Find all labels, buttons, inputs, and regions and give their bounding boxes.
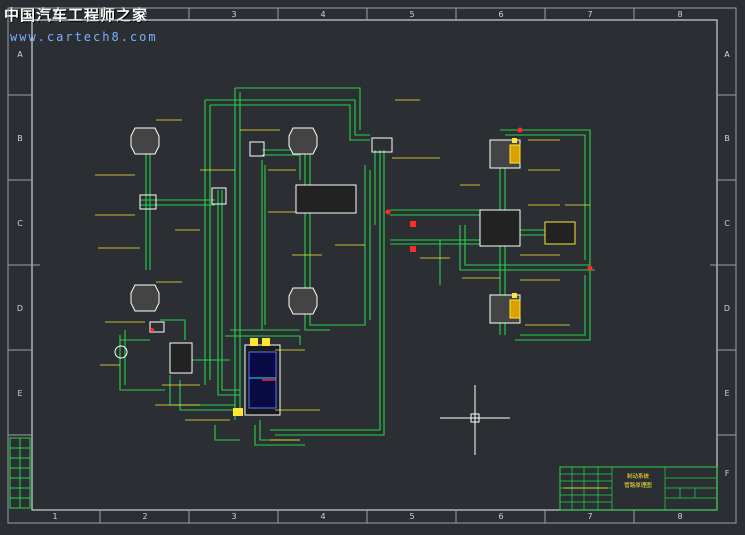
col-label-bottom: 7: [587, 512, 592, 521]
col-label-top: 6: [498, 10, 503, 19]
accent-marks: [150, 127, 593, 416]
row-label-left: B: [17, 134, 23, 143]
title-block-caption-2: 管路原理图: [624, 481, 652, 489]
row-label-right: E: [724, 389, 729, 398]
row-label-left: E: [17, 389, 22, 398]
col-label-top: 4: [320, 10, 325, 19]
col-label-bottom: 6: [498, 512, 503, 521]
watermark-url: www.cartech8.com: [10, 30, 158, 44]
row-label-left: C: [17, 219, 23, 228]
row-label-right: B: [724, 134, 730, 143]
col-label-top: 8: [677, 10, 682, 19]
col-label-top: 5: [409, 10, 414, 19]
sheet-outer-border: [7, 7, 737, 524]
col-label-top: 7: [587, 10, 592, 19]
left-revision-strip: [9, 437, 31, 509]
row-label-left: D: [17, 304, 23, 313]
brake-components: [114, 127, 576, 416]
col-label-bottom: 3: [231, 512, 236, 521]
column-ticks: [99, 8, 635, 523]
col-label-bottom: 5: [409, 512, 414, 521]
col-label-top: 2: [142, 10, 147, 19]
col-label-bottom: 1: [52, 512, 57, 521]
title-block: 制动系统 管路原理图: [559, 466, 718, 511]
annotation-leaders: [95, 99, 590, 441]
row-label-right: F: [725, 469, 730, 478]
col-label-bottom: 4: [320, 512, 325, 521]
col-label-top: 1: [52, 10, 57, 19]
row-label-right: C: [724, 219, 730, 228]
drawing-inner-border: [31, 19, 718, 511]
title-block-caption-1: 制动系统: [627, 472, 650, 480]
row-label-left: A: [17, 50, 23, 59]
col-label-bottom: 2: [142, 512, 147, 521]
row-label-right: A: [724, 50, 730, 59]
col-label-bottom: 8: [677, 512, 682, 521]
brake-pipes: [119, 87, 595, 446]
row-label-right: D: [724, 304, 730, 313]
col-label-top: 3: [231, 10, 236, 19]
ucs-crosshair-icon: [440, 385, 510, 455]
